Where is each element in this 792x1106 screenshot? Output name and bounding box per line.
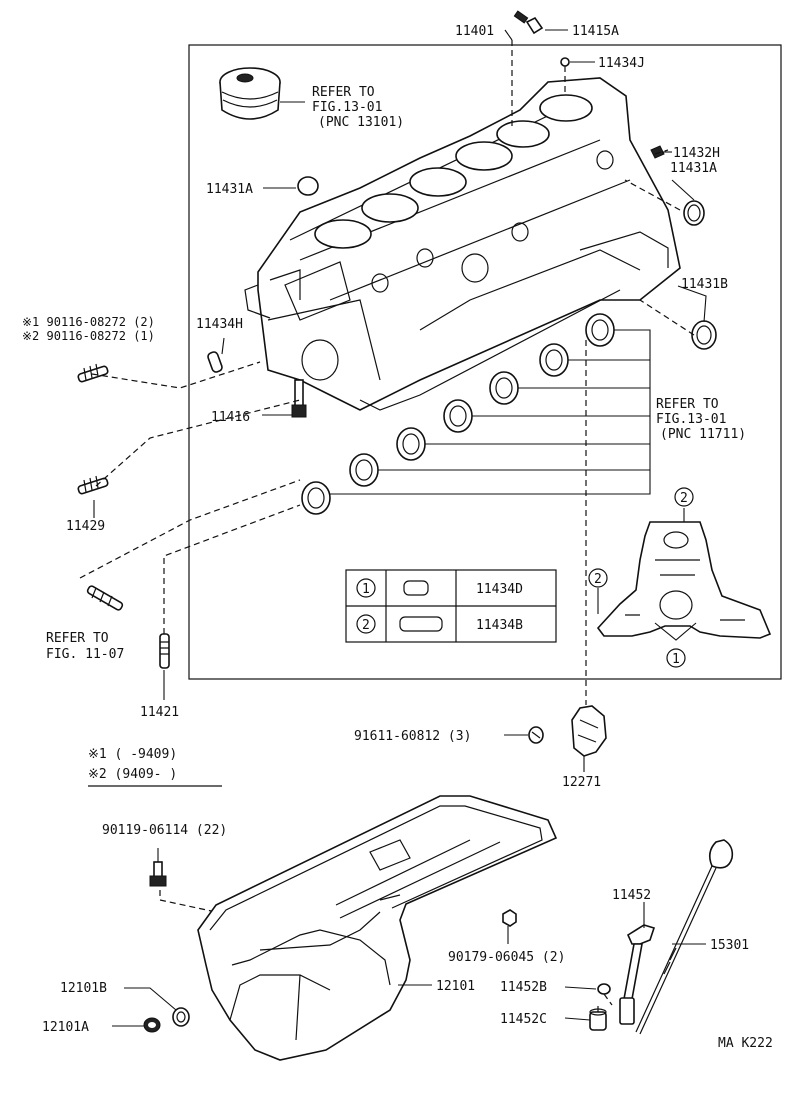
label-12101b: 12101B (60, 981, 107, 996)
callout-circle-1 (666, 648, 686, 668)
assembly-line-pan-bolt (159, 880, 231, 916)
assembly-line-11431b (639, 299, 695, 336)
dipstick-guide-11452 (619, 924, 656, 1025)
bolt-91611 (528, 726, 544, 744)
label-11432h: 11432H (673, 146, 720, 161)
label-stud-2: ※2 90116-08272 (1) (22, 329, 155, 343)
assembly-line-right-plug (624, 149, 681, 211)
o-ring-11452b (597, 983, 611, 995)
assembly-line-fig11 (79, 479, 301, 579)
label-refer-fig11-1: REFER TO (46, 631, 109, 646)
block-assembly-frame (188, 44, 782, 680)
pin-11421 (159, 633, 170, 669)
table-row-1-num: 1 (362, 582, 370, 597)
label-15301: 15301 (710, 938, 749, 953)
cylinder-bore-4 (455, 141, 513, 171)
label-11401: 11401 (455, 24, 494, 39)
stud-90116 (77, 363, 109, 383)
plug-11434d-shape (403, 580, 429, 596)
oil-pump-12271 (571, 705, 607, 757)
label-refer-piston-2: FIG.13-01 (312, 100, 382, 115)
cylinder-bore-3 (409, 167, 467, 197)
leader-lines (93, 29, 707, 1027)
dipstick-15301 (635, 839, 734, 1035)
drain-plug-12101a (143, 1017, 161, 1033)
assembly-line-11429 (95, 399, 301, 487)
label-11415a: 11415A (572, 24, 619, 39)
crankshaft-bearings (301, 313, 651, 515)
label-12271: 12271 (562, 775, 601, 790)
cylinder-block (244, 77, 681, 411)
label-refer-piston-3: (PNC 13101) (318, 115, 404, 130)
assembly-line-11421 (163, 504, 301, 634)
label-11431a-left: 11431A (206, 182, 253, 197)
table-row-2-num: 2 (362, 618, 370, 633)
label-91611: 91611-60812 (3) (354, 729, 471, 744)
callout-circle-2-top (674, 487, 694, 507)
bolt-11416 (291, 379, 307, 418)
label-11421: 11421 (140, 705, 179, 720)
label-refer-bearing-1: REFER TO (656, 397, 719, 412)
label-90179: 90179-06045 (2) (448, 950, 565, 965)
piston (219, 67, 281, 120)
pin-11434h (207, 351, 223, 373)
label-11434j: 11434J (598, 56, 645, 71)
assembly-line-dipstick (597, 993, 613, 1012)
plug-11434j (560, 57, 570, 67)
expansion-plug-left (297, 176, 319, 196)
label-90119: 90119-06114 (22) (102, 823, 227, 838)
label-11429: 11429 (66, 519, 105, 534)
label-11416: 11416 (211, 410, 250, 425)
label-stud-1: ※1 90116-08272 (2) (22, 315, 155, 329)
cylinder-bore-6 (539, 94, 593, 122)
cylinder-bore-5 (496, 120, 550, 148)
label-refer-piston-1: REFER TO (312, 85, 375, 100)
cylinder-bore-2 (361, 193, 419, 223)
bolt-90119 (149, 861, 167, 887)
drain-plug-gasket-12101b (172, 1007, 190, 1027)
bushing-11452c (589, 1008, 607, 1031)
stud-fig11 (86, 585, 124, 611)
callout-2-left: 2 (594, 572, 602, 587)
callout-2-top: 2 (680, 491, 688, 506)
callout-circle-2-left (588, 568, 608, 588)
assembly-line-stud (91, 361, 261, 389)
table-row-1-part: 11434D (476, 582, 523, 597)
bolt-11415a (513, 10, 544, 35)
label-11431b: 11431B (681, 277, 728, 292)
label-refer-bearing-2: FIG.13-01 (656, 412, 726, 427)
cylinder-bore-1 (314, 219, 372, 249)
label-refer-bearing-3: (PNC 11711) (660, 427, 746, 442)
plug-11434b-shape (399, 616, 443, 632)
label-11431a-right: 11431A (670, 161, 717, 176)
label-11452c: 11452C (500, 1012, 547, 1027)
plug-table (345, 569, 557, 643)
legend-line-2: ※2 (9409- ) (88, 767, 177, 782)
legend-line-1: ※1 ( -9409) (88, 747, 177, 762)
expansion-plug-11431b (691, 320, 717, 350)
label-11434h: 11434H (196, 317, 243, 332)
table-row-2-part: 11434B (476, 618, 523, 633)
callout-1: 1 (672, 652, 680, 667)
label-diagram-code: MA K222 (718, 1036, 773, 1051)
plug-11432h (650, 145, 665, 159)
rear-seal-plate (596, 508, 772, 641)
nut-90179 (502, 909, 517, 927)
label-11452b: 11452B (500, 980, 547, 995)
label-refer-fig11-2: FIG. 11-07 (46, 647, 124, 662)
label-11452: 11452 (612, 888, 651, 903)
expansion-plug-right (683, 200, 705, 226)
label-12101: 12101 (436, 979, 475, 994)
oil-pan-12101 (197, 795, 558, 1061)
label-12101a: 12101A (42, 1020, 89, 1035)
